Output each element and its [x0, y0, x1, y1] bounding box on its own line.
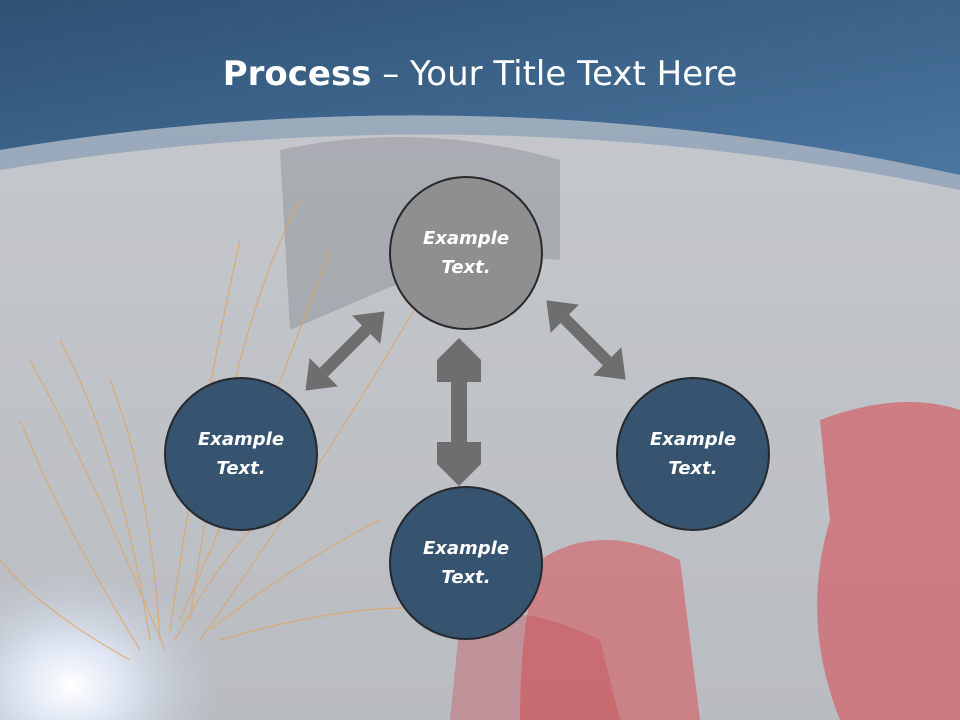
double-arrow-vertical: [437, 338, 481, 486]
node-label: Example Text.: [422, 228, 510, 278]
node-label: Example Text.: [422, 538, 510, 588]
node-label: Example Text.: [197, 429, 285, 479]
title-bold: Process: [222, 54, 372, 94]
process-node-bottom: Example Text.: [389, 486, 543, 640]
slide-title: Process – Your Title Text Here: [0, 52, 960, 96]
title-rest: – Your Title Text Here: [371, 54, 738, 94]
double-arrow-right: [546, 300, 626, 380]
process-node-right: Example Text.: [616, 377, 770, 531]
double-arrow-left: [305, 311, 385, 391]
connector-arrows: [305, 300, 626, 486]
process-node-top: Example Text.: [389, 176, 543, 330]
node-label: Example Text.: [649, 429, 737, 479]
process-node-left: Example Text.: [164, 377, 318, 531]
